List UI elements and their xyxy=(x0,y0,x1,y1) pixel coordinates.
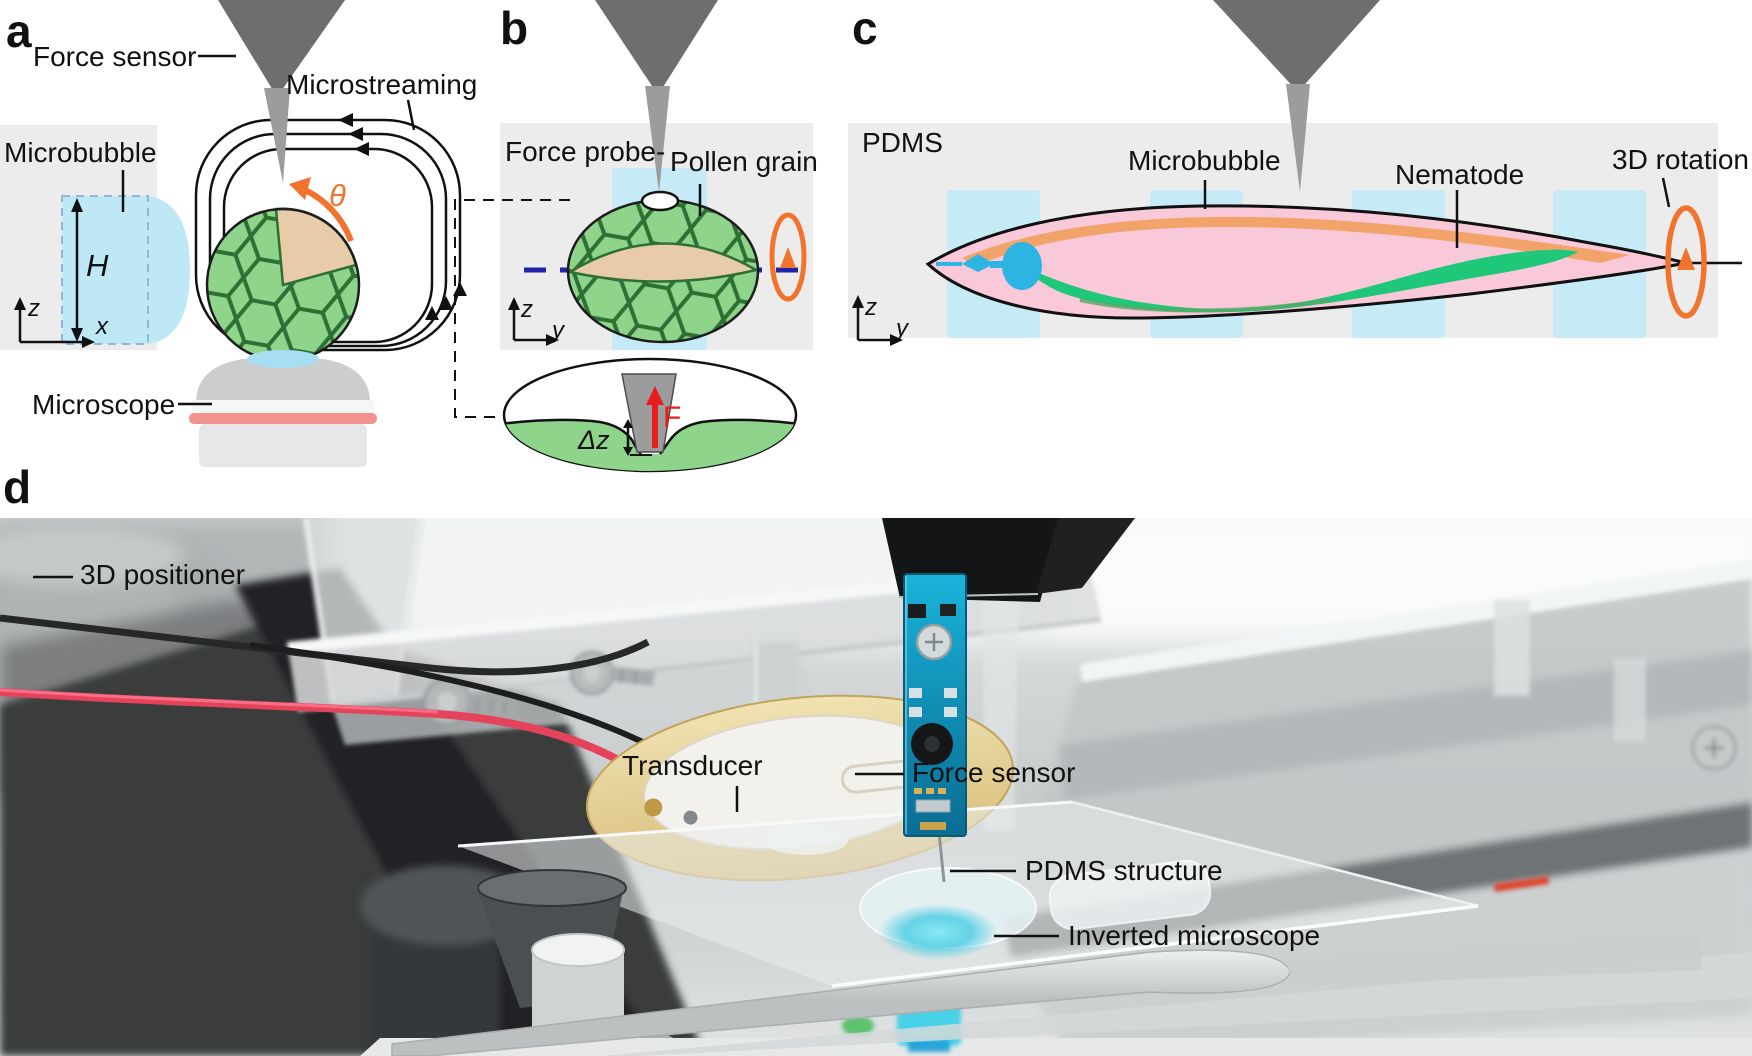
photo-leader-lines xyxy=(33,575,1059,938)
pdms-structure-block xyxy=(1048,859,1212,931)
bubble-height-label: H xyxy=(86,248,109,283)
flow-arrowheads xyxy=(338,113,467,320)
inverted-microscope-label: Inverted microscope xyxy=(1068,920,1321,951)
force-probe-b xyxy=(595,0,718,192)
panel-d-letter: d xyxy=(3,461,32,513)
axes-c xyxy=(852,295,903,346)
plate-bright-edge xyxy=(1080,560,1752,682)
pdms-label: PDMS xyxy=(862,127,943,158)
force-arrow xyxy=(646,386,664,448)
screw-right-edge xyxy=(1692,726,1736,770)
microbubble-a xyxy=(62,196,190,344)
axis-z-label-a: z xyxy=(28,295,40,322)
objective-red-ring xyxy=(189,413,377,424)
panel-c-graphic xyxy=(848,0,1742,346)
pollen-grain-a xyxy=(205,207,361,363)
panel-b-graphic xyxy=(454,0,813,473)
pollen-grain-b xyxy=(566,190,760,344)
rotation-3d-label: 3D rotation xyxy=(1612,144,1749,175)
theta-label: θ xyxy=(329,178,346,213)
black-wire xyxy=(0,614,650,676)
bubble-height-arrow xyxy=(71,198,83,342)
delta-z-arrow xyxy=(623,419,652,456)
diagram-panels-abc xyxy=(0,0,1742,473)
objective-lens-glass xyxy=(247,350,319,368)
probe-needle xyxy=(937,831,946,883)
rotation-ellipse-b xyxy=(769,212,807,302)
nematode-body xyxy=(925,204,1687,320)
microbubble-label-a: Microbubble xyxy=(4,137,157,168)
axis-y-label-c: y xyxy=(896,315,908,342)
microstreaming-label: Microstreaming xyxy=(286,69,478,100)
transducer-slot xyxy=(840,755,941,794)
indentation-inset xyxy=(502,357,798,473)
green-glint xyxy=(842,1016,874,1036)
probe-tip-inset xyxy=(621,373,677,453)
axes-b xyxy=(508,297,559,346)
force-sensor-assembly xyxy=(882,518,1135,883)
force-label: F xyxy=(663,401,682,434)
panel-b-letter: b xyxy=(500,2,529,54)
experimental-setup-photo xyxy=(0,518,1752,1056)
force-sensor-label-d: Force sensor xyxy=(912,757,1076,788)
acrylic-pin xyxy=(1494,600,1530,696)
nematode-intestine xyxy=(1028,249,1578,313)
panel-a-letter: a xyxy=(6,5,32,57)
panel-a-leader-lines xyxy=(121,54,236,406)
positioner-label: 3D positioner xyxy=(80,559,245,590)
panel-a-graphic xyxy=(0,0,467,467)
force-sensor-probe-a xyxy=(218,0,345,183)
theta-rotation-arrow xyxy=(289,177,354,243)
axis-z-label-b: z xyxy=(521,296,533,323)
glass-slide xyxy=(457,800,1479,988)
solder-joint xyxy=(683,810,698,825)
rotation-ellipse-c xyxy=(1665,205,1707,319)
pollen-grain-label: Pollen grain xyxy=(670,146,818,177)
transducer-label: Transducer xyxy=(622,750,763,781)
nematode-label: Nematode xyxy=(1395,159,1525,190)
nematode-cuticle-stripe xyxy=(962,216,1630,266)
axis-z-label-c: z xyxy=(865,294,877,321)
probe-contact-ellipse xyxy=(640,190,680,212)
delta-z-label: Δz xyxy=(578,425,610,455)
tweezers xyxy=(391,930,1752,1056)
inverted-microscope-glow xyxy=(878,904,998,960)
microscope-label: Microscope xyxy=(32,389,176,420)
pollen-aperture-band xyxy=(566,242,760,283)
panel-c-letter: c xyxy=(852,2,878,54)
axis-y-label-b: y xyxy=(552,317,564,344)
force-probe-label: Force probe- xyxy=(505,136,666,167)
axes-a xyxy=(14,297,95,348)
force-probe-c xyxy=(1213,0,1380,192)
inset-callout-dashes xyxy=(454,199,570,418)
nematode-pharynx xyxy=(936,242,1042,290)
microbubble-rest-outline xyxy=(61,195,149,345)
microscope-objective-icon xyxy=(189,350,377,467)
microstreaming-leader-line xyxy=(406,99,416,131)
axis-x-label-a: x xyxy=(96,313,108,340)
force-sensor-label-a: Force sensor xyxy=(33,41,197,72)
panel-c-leader-lines xyxy=(1203,177,1671,248)
solder-joint xyxy=(644,798,663,817)
pcb-components xyxy=(908,604,957,830)
red-glint xyxy=(1494,876,1549,892)
microbubble-label-c: Microbubble xyxy=(1128,145,1281,176)
acrylic-pin xyxy=(1614,658,1646,742)
pdms-structure-label: PDMS structure xyxy=(1025,855,1223,886)
